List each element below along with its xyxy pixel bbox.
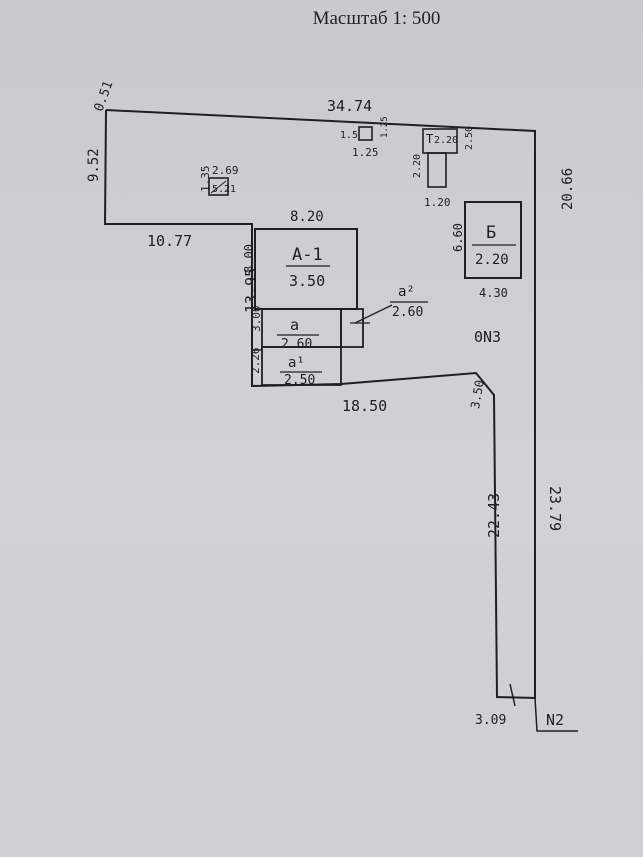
lot2-hook	[534, 697, 578, 732]
label-a2-val: 2.60	[392, 305, 423, 320]
dim-t-stem-w: 1.20	[424, 196, 451, 209]
dim-main-width: 8.20	[290, 209, 324, 225]
t-structure-stem	[427, 152, 447, 188]
label-lot2: N2	[546, 711, 564, 729]
dim-bottom: 3.09	[475, 713, 506, 728]
dim-b-height: 6.60	[451, 223, 465, 252]
label-b-name: Б	[486, 223, 496, 243]
dim-right-lower: 23.79	[546, 486, 564, 531]
label-a1-val: 3.50	[289, 272, 325, 290]
dim-t-stem-h: 2.20	[412, 154, 423, 178]
annex-a-sub	[261, 346, 342, 386]
dim-t-top-w: 2.20	[434, 135, 458, 146]
dim-notch: 3.50	[468, 379, 487, 410]
label-a1-name: А-1	[292, 245, 323, 265]
dim-shed-w: 2.69	[212, 164, 239, 177]
dim-shaft-left: 22.43	[485, 493, 503, 538]
label-a-sub-val: 2.50	[284, 373, 315, 388]
dim-t-top-h: 2.50	[464, 126, 475, 150]
building-b	[464, 201, 522, 279]
a2-pointer	[354, 304, 393, 324]
scale-title: Масштаб 1: 500	[312, 8, 441, 29]
dim-a-small-height: 2.26	[249, 348, 262, 375]
label-a-sub-name: а¹	[288, 355, 305, 371]
boundary-line	[103, 109, 536, 700]
dim-right-upper: 20.66	[560, 168, 576, 210]
label-lot3: 0N3	[474, 328, 501, 346]
label-a2-name: а²	[398, 284, 415, 300]
dim-sq-left: 1.5	[340, 130, 358, 141]
dim-b-width: 4.30	[479, 286, 508, 300]
small-shed	[208, 177, 229, 196]
label-b-val: 2.20	[475, 252, 509, 268]
dim-main-height: 13.95	[242, 268, 260, 313]
label-t: Т	[426, 132, 433, 146]
annex-a2	[340, 308, 364, 348]
small-square	[358, 126, 373, 141]
boundary-tick-n2	[509, 683, 516, 707]
label-a-name: а	[290, 316, 299, 334]
dim-top-offset: 0.51	[92, 79, 117, 114]
dim-left-height: 9.52	[86, 148, 102, 182]
dim-shed-h: 1.35	[199, 166, 212, 193]
dim-bottom-mid: 18.50	[342, 397, 387, 415]
dim-top-length: 34.74	[327, 97, 372, 115]
dim-a-height: 3.00	[250, 306, 263, 333]
dim-shed-w2: 5.21	[212, 184, 236, 195]
dim-sq-bottom: 1.25	[352, 146, 379, 159]
label-a-val: 2.60	[281, 337, 312, 352]
dim-left-bottom: 10.77	[147, 232, 192, 250]
building-a1	[254, 228, 358, 310]
dim-a1-upper-height: 8.00	[242, 244, 256, 273]
dim-sq-right: 1.25	[380, 116, 390, 138]
small-shed-hatch	[210, 180, 227, 194]
